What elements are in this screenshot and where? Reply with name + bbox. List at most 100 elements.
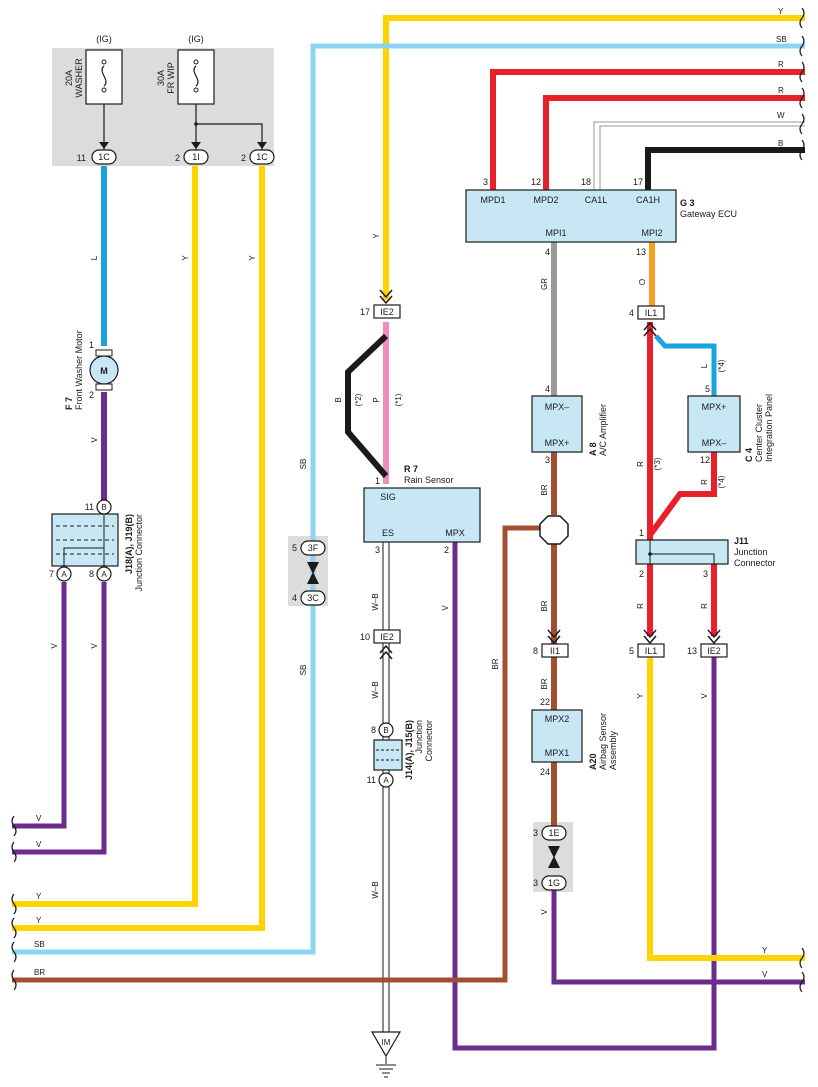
a20-pin-24: 24 xyxy=(540,767,550,777)
c4-pin-5: 5 xyxy=(705,384,710,394)
connector-il1-4-label: IL1 xyxy=(645,308,658,318)
wl-l: L xyxy=(90,255,99,260)
wire-black-ca1h xyxy=(645,147,805,190)
j11-id: J11 xyxy=(734,536,749,546)
fuse-frwip-amp: 30A xyxy=(156,70,166,86)
le-y2: Y xyxy=(36,916,42,925)
connector-il1-5-pin: 5 xyxy=(629,646,634,656)
a8-p1: MPX– xyxy=(545,402,570,412)
a20-p1: MPX2 xyxy=(545,714,570,724)
wl-y-ie2: Y xyxy=(372,233,381,239)
ii1-chevron xyxy=(547,629,561,639)
j14-tag-b xyxy=(378,722,394,738)
junction-j11 xyxy=(635,539,729,565)
il1a-chevron xyxy=(643,321,657,331)
airbag-sensor xyxy=(531,709,583,763)
le-sb: SB xyxy=(34,940,45,949)
ie2b-chevron xyxy=(379,644,393,654)
j14-name2: Connector xyxy=(424,720,434,762)
wire-black-b xyxy=(345,333,389,478)
a8-name: A/C Amplifier xyxy=(598,404,608,456)
j18-tag-a1 xyxy=(56,566,72,582)
gateway-ecu xyxy=(465,189,677,243)
wire-purple-mpx xyxy=(452,542,717,1051)
3f-3c-arrow-up xyxy=(307,572,319,584)
j14-id: J14(A), J15(B) xyxy=(404,720,414,780)
wl-br4: BR xyxy=(540,678,549,689)
connector-1c-b-pin: 2 xyxy=(241,153,246,163)
wire-blue-c4 xyxy=(654,334,717,396)
wl-br1: BR xyxy=(491,658,500,669)
j18-pin-a1: 7 xyxy=(49,569,54,579)
wl-star4b: (*4) xyxy=(717,475,726,488)
j11-node xyxy=(648,552,652,556)
break-marks-left xyxy=(11,815,17,991)
a20-p2: MPX1 xyxy=(545,748,570,758)
j18-internal-2 xyxy=(63,547,104,566)
fuse-frwip-ig: (IG) xyxy=(188,34,204,44)
a20-id: A20 xyxy=(588,753,598,770)
j18-tag-b-label: B xyxy=(101,503,106,512)
wl-star1: (*1) xyxy=(394,393,403,406)
connector-ie2-10 xyxy=(373,629,401,644)
break-marks-right xyxy=(799,7,805,993)
g3-num-3: 3 xyxy=(483,177,488,187)
a8-p2: MPX+ xyxy=(545,438,570,448)
c4-name1: Center Cluster xyxy=(754,404,764,462)
fuse-frwip-name: FR WIP xyxy=(166,62,176,94)
g3-pin-mpi2: MPI2 xyxy=(641,228,662,238)
le-br: BR xyxy=(34,968,45,977)
wl-sb2: SB xyxy=(299,665,308,676)
connector-1g-label: 1G xyxy=(548,878,560,888)
re-b: B xyxy=(778,139,783,148)
3f-3c-arrow-down xyxy=(307,562,319,574)
connector-1c-a xyxy=(91,149,117,165)
ac-amplifier xyxy=(531,395,583,453)
re-w: W xyxy=(777,111,785,120)
g3-num-4: 4 xyxy=(545,247,550,257)
connector-il1-4-pin: 4 xyxy=(629,308,634,318)
connector-il1-5 xyxy=(637,643,665,658)
j11-internal-2 xyxy=(650,553,715,564)
connector-1c-a-pin: 11 xyxy=(77,153,86,163)
c4-name2: Integration Panel xyxy=(764,394,774,462)
j14-tag-b-label: B xyxy=(383,726,388,735)
r7-sig: SIG xyxy=(380,492,396,502)
wl-v-1g: V xyxy=(540,909,549,915)
wl-star3: (*3) xyxy=(653,457,662,470)
connector-ie2-13-label: IE2 xyxy=(707,646,721,656)
wl-sb1: SB xyxy=(299,459,308,470)
fuse-washer-amp: 20A xyxy=(64,70,74,86)
j11-pin-3: 3 xyxy=(703,569,708,579)
wl-r4: R xyxy=(700,603,709,609)
wire-skyblue-main xyxy=(12,43,805,955)
j18-tag-a2 xyxy=(96,566,112,582)
wire-yellow-il1 xyxy=(647,656,805,961)
a20-name1: Airbag Sensor xyxy=(598,713,608,770)
wl-r2: R xyxy=(700,479,709,485)
connector-1c-b-label: 1C xyxy=(256,152,268,162)
fuse-washer-ig: (IG) xyxy=(96,34,112,44)
re-r1: R xyxy=(778,60,784,69)
connector-ie2-17-pin: 17 xyxy=(360,307,370,317)
wl-v3: V xyxy=(90,643,99,649)
fuse-washer xyxy=(85,49,123,150)
rain-sensor xyxy=(363,487,481,543)
connector-3f-pin: 5 xyxy=(292,543,297,553)
wl-r1: R xyxy=(636,461,645,467)
front-washer-motor xyxy=(89,349,119,391)
connector-1c-a-label: 1C xyxy=(98,152,110,162)
fuse-washer-name: WASHER xyxy=(74,58,84,98)
wl-y2: Y xyxy=(248,255,257,261)
ie2c-chevron xyxy=(707,629,721,639)
wire-white-ca1l xyxy=(593,121,805,190)
wire-red-c4 xyxy=(647,452,717,537)
wl-y-il1: Y xyxy=(636,693,645,699)
r7-name: Rain Sensor xyxy=(404,475,454,485)
wl-v-r7: V xyxy=(441,605,450,611)
motor-name: Front Washer Motor xyxy=(74,330,84,410)
motor-pin-1: 1 xyxy=(89,340,94,350)
wl-v1: V xyxy=(90,437,99,443)
g3-id: G 3 xyxy=(680,198,695,208)
j18-tag-a2-label: A xyxy=(101,570,107,579)
